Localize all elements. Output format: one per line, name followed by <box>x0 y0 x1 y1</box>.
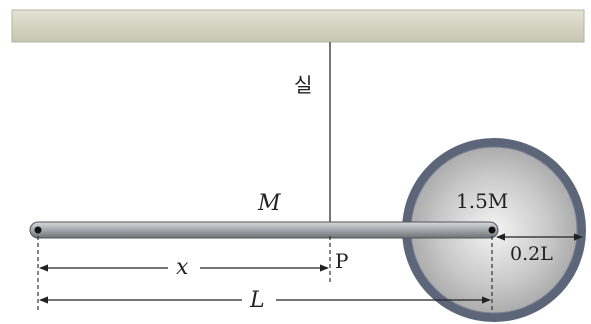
rod-disk-joint <box>488 226 496 234</box>
radius-label: 0.2L <box>510 243 553 265</box>
ceiling <box>11 9 585 43</box>
rod <box>29 221 499 239</box>
rod-end-pivot <box>34 226 42 234</box>
rod-mass-label: M <box>257 191 281 216</box>
length-label: L <box>249 288 265 313</box>
string-label: 실 <box>294 73 312 97</box>
x-label: x <box>176 255 189 280</box>
point-p-label: P <box>335 249 348 273</box>
disk-mass-label: 1.5M <box>456 189 508 213</box>
